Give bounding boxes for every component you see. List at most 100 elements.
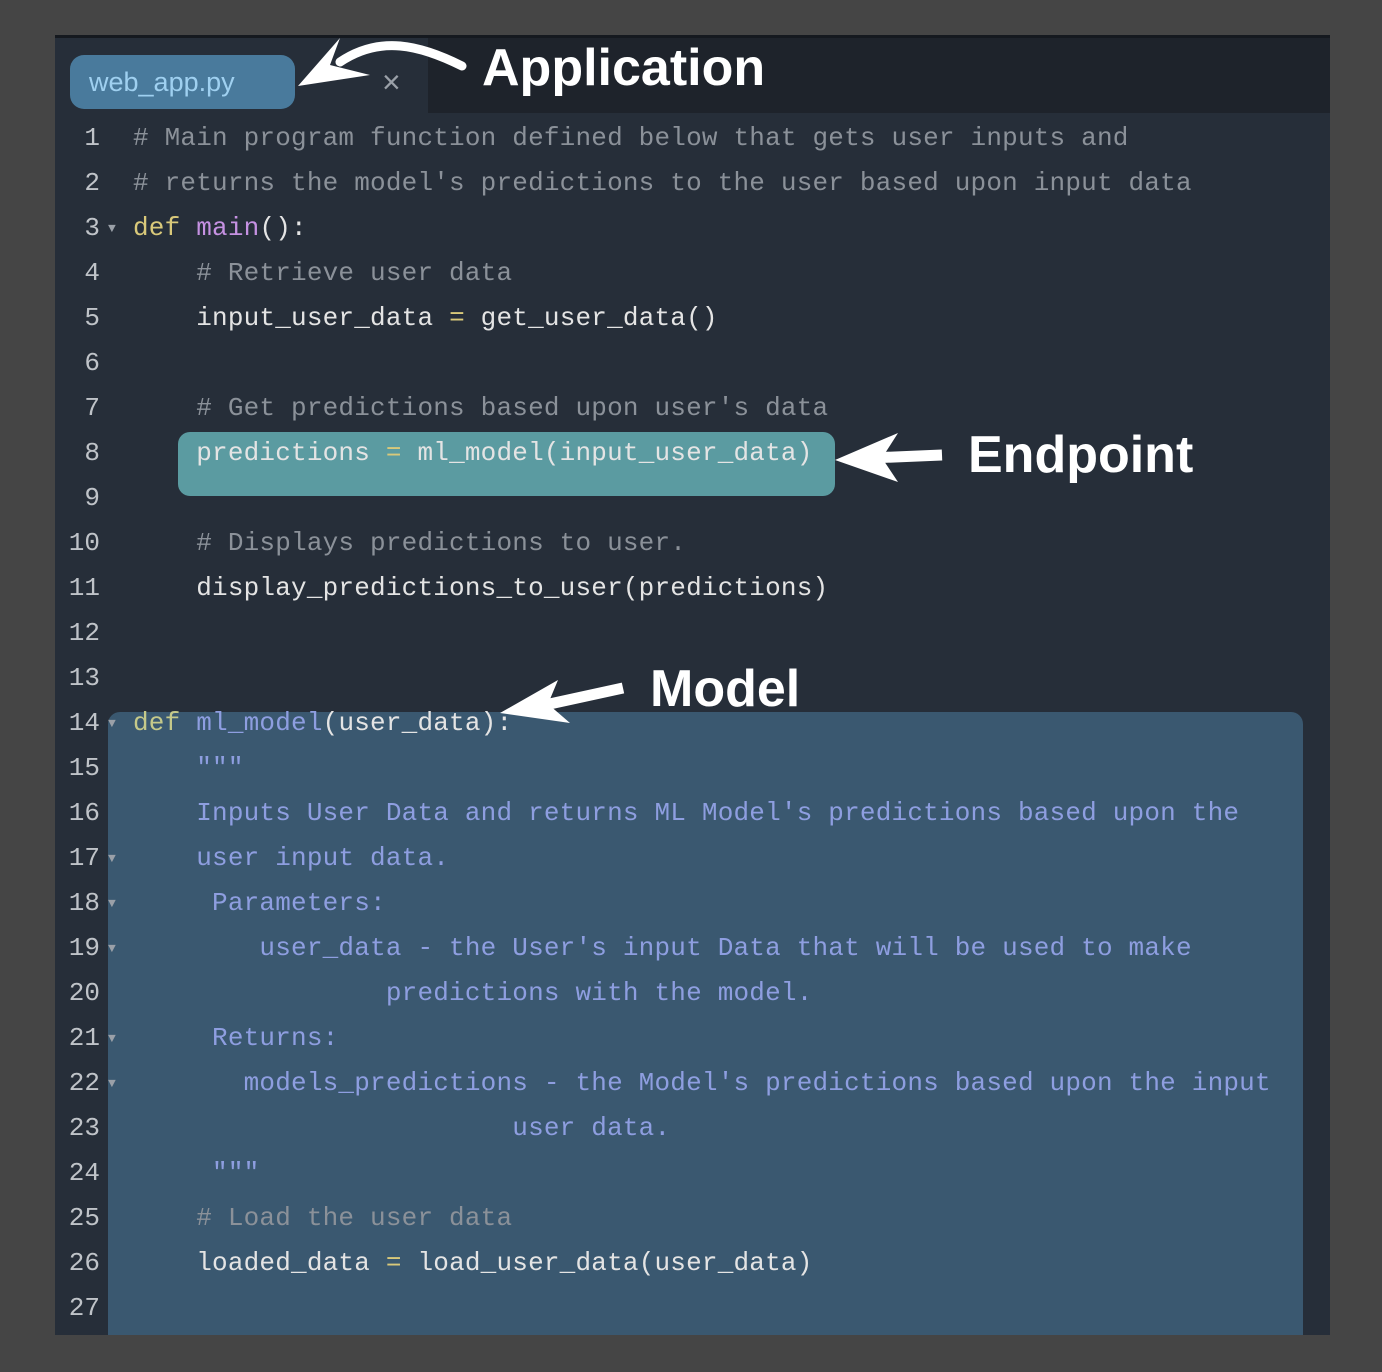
code-token: def [133,213,197,243]
code-token: user_data - the User's input Data that w… [133,933,1192,963]
code-token: (user_data): [322,708,513,738]
code-token: user input data. [133,843,450,873]
line-number: 3 [84,213,100,243]
code-token: predictions [133,438,386,468]
fold-arrow-icon[interactable]: ▼ [108,1031,116,1046]
fold-arrow-icon[interactable]: ▼ [108,221,116,236]
line-code: # Get predictions based upon user's data [133,386,828,431]
line-number: 22 [68,1068,100,1098]
arrow-application-head [298,38,370,86]
fold-arrow-icon[interactable]: ▼ [108,896,116,911]
close-icon[interactable]: × [382,64,401,100]
line-code: # Main program function defined below th… [133,116,1129,161]
line-code: """ [133,1151,259,1196]
code-token: Returns: [133,1023,339,1053]
line-code: models_predictions - the Model's predict… [133,1061,1271,1106]
annotation-endpoint: Endpoint [968,426,1194,484]
annotation-application: Application [482,39,766,97]
line-number: 24 [68,1158,100,1188]
code-token: ml_model [196,708,323,738]
code-token: (): [259,213,307,243]
line-code: # Load the user data [133,1196,512,1241]
line-number: 10 [68,528,100,558]
code-token: # Load the user data [133,1203,513,1233]
line-code: predictions with the model. [133,971,813,1016]
line-number: 20 [68,978,100,1008]
line-number: 11 [68,573,100,603]
line-number: 19 [68,933,100,963]
line-code: # Displays predictions to user. [133,521,686,566]
code-token: = [449,303,465,333]
code-token: # Get predictions based upon user's data [133,393,829,423]
line-code: Inputs User Data and returns ML Model's … [133,791,1239,836]
line-number: 27 [68,1293,100,1323]
line-number: 7 [84,393,100,423]
code-token: get_user_data() [464,303,718,333]
line-number: 6 [84,348,100,378]
code-editor: web_app.py × 1 # Main program function de… [55,35,1330,1335]
line-code: loaded_data = load_user_data(user_data) [133,1241,813,1286]
line-code: user input data. [133,836,449,881]
code-token: ml_model(input_user_data) [401,438,813,468]
line-number: 4 [84,258,100,288]
code-token: """ [133,753,244,783]
line-code: def main(): [133,206,307,251]
line-number: 9 [84,483,100,513]
tab-label: web_app.py [89,67,235,97]
arrow-application [335,41,467,71]
line-code: predictions = ml_model(input_user_data) [133,431,813,476]
code-token: Inputs User Data and returns ML Model's … [133,798,1240,828]
fold-arrow-icon[interactable]: ▼ [108,851,116,866]
line-code: display_predictions_to_user(predictions) [133,566,828,611]
line-number: 26 [68,1248,100,1278]
code-token: main [196,213,260,243]
code-token: # Retrieve user data [133,258,513,288]
code-token: display_predictions_to_user(predictions) [133,573,829,603]
line-code: Parameters: [133,881,386,926]
line-number: 1 [84,123,100,153]
code-token: models_predictions - the Model's predict… [133,1068,1271,1098]
line-number: 21 [68,1023,100,1053]
model-highlight [108,712,1303,1335]
line-code: # Retrieve user data [133,251,512,296]
line-number: 2 [84,168,100,198]
fold-arrow-icon[interactable]: ▼ [108,941,116,956]
code-token: input_user_data [133,303,450,333]
code-token: # returns the model's predictions to the… [133,168,1192,198]
code-token: def [133,708,197,738]
code-token: = [385,1248,402,1278]
line-code: user_data - the User's input Data that w… [133,926,1192,971]
tab-web-app-py[interactable]: web_app.py [70,55,295,109]
line-number: 15 [68,753,100,783]
arrow-model-head [500,680,570,723]
line-code: input_user_data = get_user_data() [133,296,718,341]
line-code: user data. [133,1106,670,1151]
line-number: 16 [68,798,100,828]
arrow-endpoint-head [835,433,898,482]
line-number: 13 [68,663,100,693]
line-number: 23 [68,1113,100,1143]
code-token: # Displays predictions to user. [133,528,687,558]
line-number: 5 [84,303,100,333]
line-code: Returns: [133,1016,338,1061]
code-token: Parameters: [133,888,386,918]
line-number: 8 [84,438,100,468]
line-number: 25 [68,1203,100,1233]
line-number: 14 [68,708,100,738]
code-token: predictions with the model. [133,978,813,1008]
code-token: # Main program function defined below th… [133,123,1129,153]
line-number: 12 [68,618,100,648]
endpoint-highlight [178,432,835,496]
line-number: 17 [68,843,100,873]
fold-arrow-icon[interactable]: ▼ [108,1076,116,1091]
code-token: loaded_data [133,1248,386,1278]
line-number: 18 [68,888,100,918]
arrow-model [543,682,625,711]
code-token: load_user_data(user_data) [401,1248,813,1278]
code-token: """ [133,1158,260,1188]
tab-bar: web_app.py × [55,35,1330,116]
fold-arrow-icon[interactable]: ▼ [108,716,116,731]
line-code: def ml_model(user_data): [133,701,512,746]
code-token: user data. [133,1113,671,1143]
